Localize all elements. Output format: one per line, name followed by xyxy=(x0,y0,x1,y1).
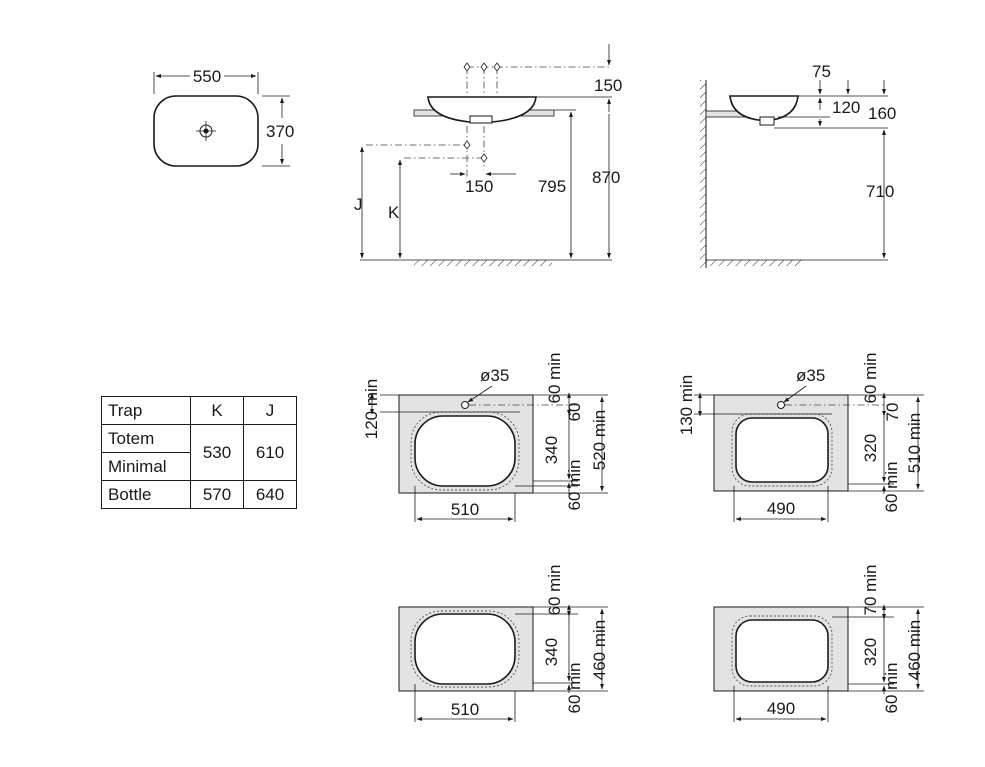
side-120-label: 120 xyxy=(832,98,860,117)
basin-outline-a xyxy=(414,415,516,487)
trap-name-minimal: Minimal xyxy=(101,452,191,481)
bottom-margin-b: 60 min xyxy=(882,461,901,512)
total-depth-a: 520 min xyxy=(590,410,609,470)
side-view: 75 120 160 710 xyxy=(700,62,896,268)
basin-outline-b xyxy=(735,417,829,483)
k-value-bottle: 570 xyxy=(190,480,244,509)
k-value-totem: 530 xyxy=(190,424,244,481)
side-160-label: 160 xyxy=(868,104,896,123)
j-value-totem: 610 xyxy=(243,424,297,481)
width-d: 490 xyxy=(767,699,795,718)
tap-hole-icon xyxy=(461,401,469,409)
height-795-label: 795 xyxy=(538,177,566,196)
front-margin-b: 60 min xyxy=(861,352,880,403)
drain-icon xyxy=(196,121,216,141)
trap-table: Trap K J Totem 530 610 Minimal Bottle 57… xyxy=(101,396,297,509)
wall-hatch xyxy=(700,80,706,268)
front-margin-d: 70 min xyxy=(861,564,880,615)
header-trap: Trap xyxy=(101,396,191,425)
cutout-b: 130 min ø35 60 min 70 320 60 min 510 min… xyxy=(677,352,924,522)
bowl-depth-a: 340 xyxy=(542,436,561,464)
total-depth-b: 510 min xyxy=(905,413,924,473)
top-view: 550 370 xyxy=(153,67,294,167)
trap-name-totem: Totem xyxy=(101,424,191,453)
tap-marker-icon xyxy=(463,62,501,72)
trap-table-header: Trap K J xyxy=(101,396,297,425)
cutout-c: 60 min 340 60 min 460 min 510 xyxy=(398,564,609,722)
bottom-margin-c: 60 min xyxy=(565,662,584,713)
bottom-margin-d: 60 min xyxy=(882,662,901,713)
width-b: 490 xyxy=(767,499,795,518)
front-view: 150 150 J K 795 870 xyxy=(354,44,622,266)
trap-name-bottle: Bottle xyxy=(101,480,191,509)
cutout-a: 120 min ø35 60 min 60 340 60 min 520 min… xyxy=(362,352,609,522)
tap-dim-a: 60 xyxy=(565,403,584,422)
width-a: 510 xyxy=(451,500,479,519)
label-j: J xyxy=(354,195,363,214)
header-j: J xyxy=(243,396,297,425)
hole-label-b: ø35 xyxy=(796,366,825,385)
back-margin-b: 130 min xyxy=(677,375,696,435)
tap-spacing-label: 150 xyxy=(465,177,493,196)
side-710-label: 710 xyxy=(866,182,894,201)
basin-outline-c xyxy=(414,613,516,685)
tap-offset-label: 150 xyxy=(594,76,622,95)
table-row: Totem 530 610 xyxy=(101,424,297,481)
j-value-bottle: 640 xyxy=(243,480,297,509)
front-margin-a: 60 min xyxy=(545,352,564,403)
front-margin-c: 60 min xyxy=(545,564,564,615)
basin-outline-d xyxy=(735,619,829,683)
cutout-d: 70 min 320 60 min 460 min 490 xyxy=(713,564,924,722)
bowl-depth-b: 320 xyxy=(861,434,880,462)
tap-dim-b: 70 xyxy=(883,403,902,422)
label-k: K xyxy=(388,203,400,222)
total-depth-d: 460 min xyxy=(905,620,924,680)
back-margin-a: 120 min xyxy=(362,379,381,439)
top-width-label: 550 xyxy=(193,67,221,86)
table-row: Bottle 570 640 xyxy=(101,480,297,509)
bowl-depth-d: 320 xyxy=(861,638,880,666)
hole-label-a: ø35 xyxy=(480,366,509,385)
bottom-margin-a: 60 min xyxy=(565,459,584,510)
bowl-depth-c: 340 xyxy=(542,638,561,666)
height-870-label: 870 xyxy=(592,168,620,187)
side-75-label: 75 xyxy=(812,62,831,81)
total-depth-c: 460 min xyxy=(590,620,609,680)
top-depth-label: 370 xyxy=(266,122,294,141)
floor-hatch xyxy=(414,260,552,266)
header-k: K xyxy=(190,396,244,425)
width-c: 510 xyxy=(451,700,479,719)
